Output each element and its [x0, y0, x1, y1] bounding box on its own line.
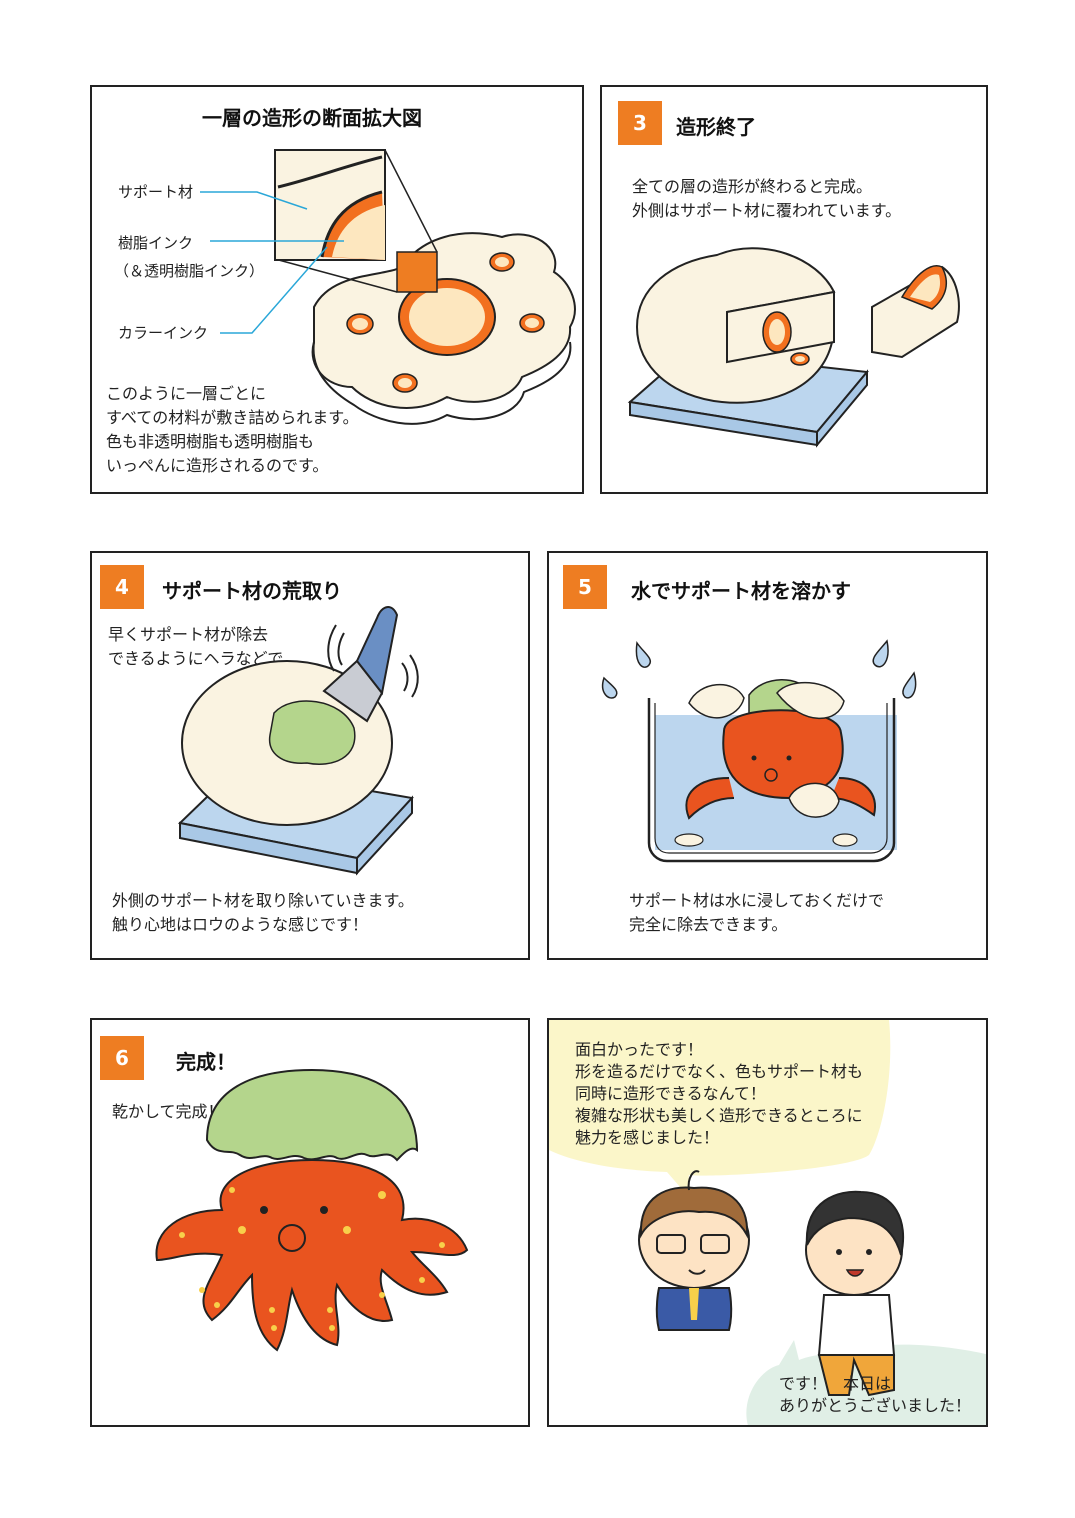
speech-bubble-line: 形を造るだけでなく、色もサポート材も — [575, 1062, 864, 1081]
panel-text-line: すべての材料が敷き詰められます。 — [106, 408, 359, 427]
panel-title: 造形終了 — [676, 115, 756, 139]
panel-step-5: 5 水でサポート材を溶かす サポート材は水に浸しておくだけで 完全に除去できます… — [547, 551, 988, 960]
speech-bubble-line: 魅力を感じました！ — [575, 1128, 720, 1147]
panel-text-line: このように一層ごとに — [106, 384, 267, 403]
panel-title: 完成！ — [176, 1050, 236, 1074]
panel-closing-dialogue: 面白かったです！ 形を造るだけでなく、色もサポート材も 同時に造形できるなんて！… — [547, 1018, 988, 1427]
panel-title: 水でサポート材を溶かす — [631, 579, 851, 603]
panel-text-line: サポート材は水に浸しておくだけで — [629, 891, 885, 910]
panel-text-line: 色も非透明樹脂も透明樹脂も — [106, 432, 315, 451]
panel-step-4: 4 サポート材の荒取り 早くサポート材が除去 できるようにヘラなどで 外側のサポ… — [90, 551, 530, 960]
panel-text-line: 外側はサポート材に覆われています。 — [632, 201, 902, 220]
panel-cross-section: 一層の造形の断面拡大図 サポート材 樹脂インク （＆透明樹脂インク） カラーイン… — [90, 85, 584, 494]
speech-bubble-line: ありがとうございました！ — [779, 1396, 972, 1415]
panel-text-line: できるようにヘラなどで — [108, 649, 284, 668]
step-number-badge: 5 — [563, 565, 607, 609]
label-support: サポート材 — [118, 183, 194, 201]
panel-text-line: 早くサポート材が除去 — [108, 625, 269, 644]
octopus-illustration — [155, 1068, 469, 1352]
step-number-badge: 4 — [100, 565, 144, 609]
speech-bubble-line: です！ 本日は — [779, 1374, 892, 1393]
panel-text-line: いっぺんに造形されるのです。 — [106, 456, 329, 475]
speech-bubble-line: 面白かったです！ — [575, 1040, 704, 1059]
step-number-badge: 6 — [100, 1036, 144, 1080]
finished-block-illustration — [627, 247, 960, 448]
panel-text-line: 触り心地はロウのような感じです！ — [112, 915, 369, 934]
panel-step-6: 6 完成！ 乾かして完成！ — [90, 1018, 530, 1427]
speech-bubble-line: 同時に造形できるなんて！ — [575, 1084, 766, 1103]
dissolving-illustration — [602, 639, 917, 863]
scraping-illustration — [177, 606, 419, 876]
panel-text-line: 乾かして完成！ — [112, 1102, 224, 1121]
panel-step-3: 3 造形終了 全ての層の造形が終わると完成。 外側はサポート材に覆われています。 — [600, 85, 988, 494]
panel-text-line: 外側のサポート材を取り除いていきます。 — [112, 891, 414, 910]
label-resin-note: （＆透明樹脂インク） — [114, 262, 265, 280]
speech-bubbles-and-characters — [549, 1020, 986, 1425]
panel-title: サポート材の荒取り — [162, 579, 342, 603]
speech-bubble-line: 複雑な形状も美しく造形できるところに — [575, 1106, 863, 1125]
label-resin: 樹脂インク — [118, 234, 194, 252]
cross-section-illustration — [200, 149, 576, 425]
panel-title: 一層の造形の断面拡大図 — [202, 106, 422, 130]
panel-text-line: 完全に除去できます。 — [629, 915, 788, 934]
label-color: カラーインク — [118, 324, 209, 342]
panel-text-line: 全ての層の造形が終わると完成。 — [632, 177, 873, 196]
step-number-badge: 3 — [618, 101, 662, 145]
